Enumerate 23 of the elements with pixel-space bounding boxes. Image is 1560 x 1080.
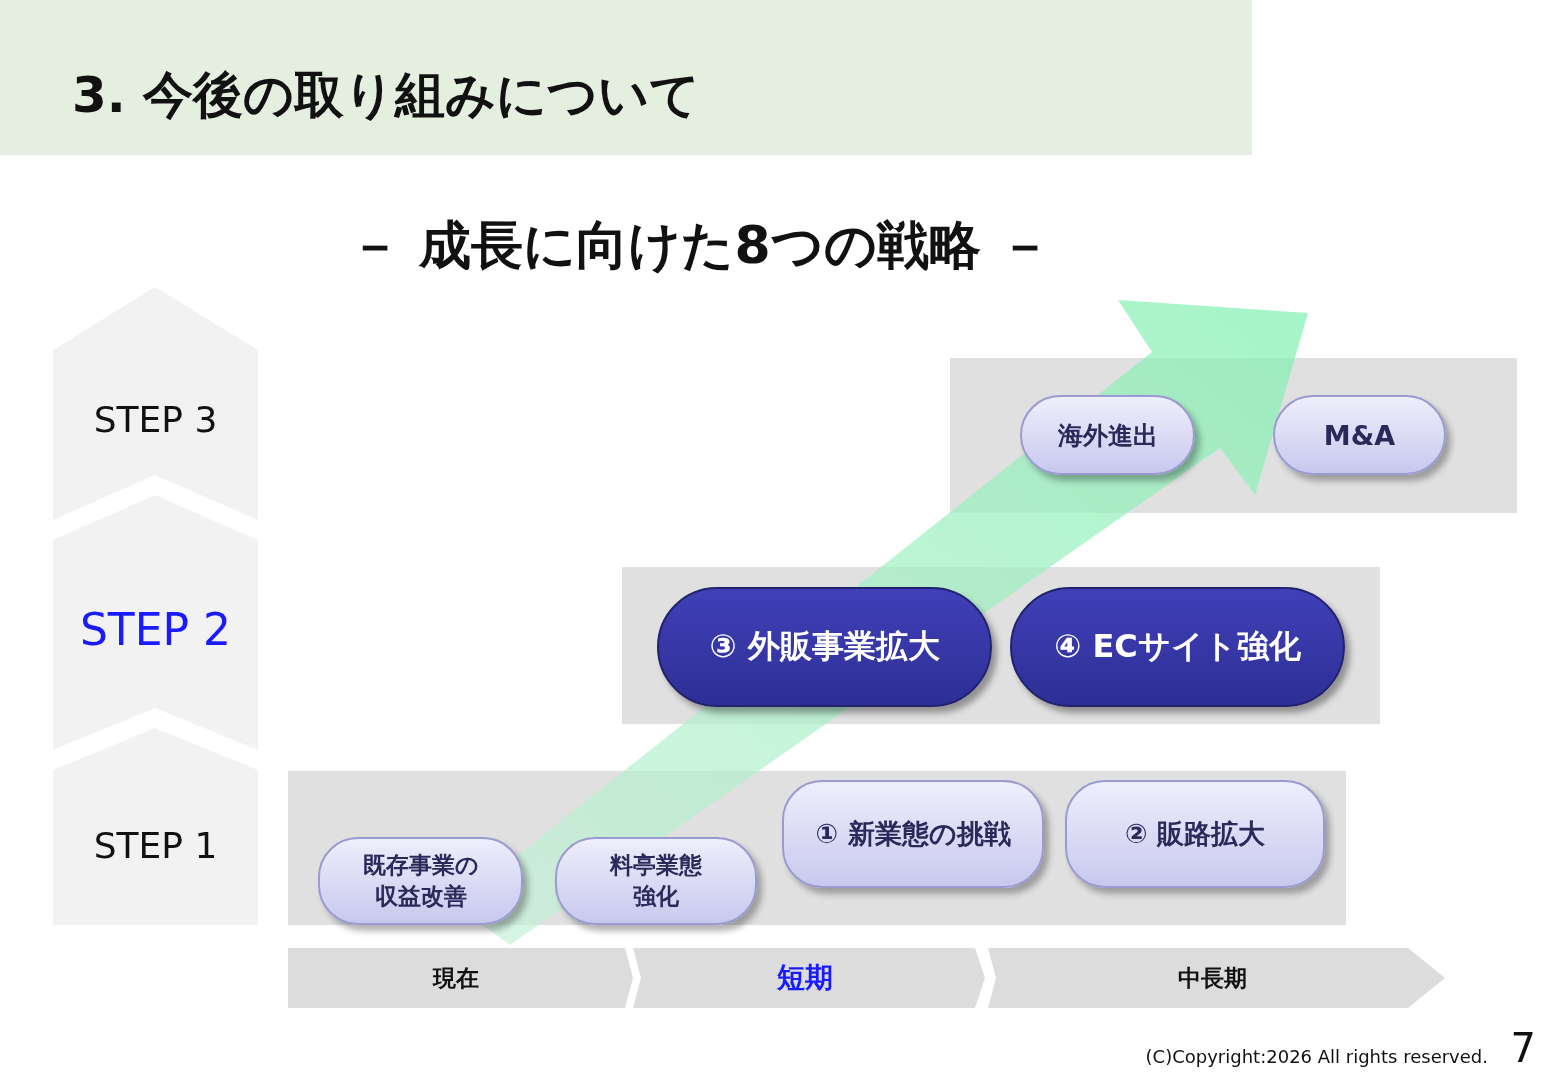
period-band: [288, 948, 634, 1008]
step-label: STEP 1: [92, 824, 219, 868]
period-label: 短期: [775, 960, 834, 996]
page-title: 3. 今後の取り組みについて: [72, 65, 701, 126]
step-label: STEP 3: [92, 398, 219, 442]
period-band: [988, 948, 1446, 1008]
period-label: 中長期: [1176, 964, 1248, 993]
strategy-pill: 料亭業態強化: [555, 837, 757, 925]
page-number: 7: [1510, 1025, 1536, 1071]
step-panel: [288, 771, 1346, 925]
strategy-pill: ① 新業態の挑戦: [782, 780, 1044, 888]
strategy-pill: ④ ECサイト強化: [1010, 587, 1345, 707]
strategy-pill: 海外進出: [1020, 395, 1195, 475]
step-label: STEP 2: [78, 605, 233, 655]
copyright-notice: (C)Copyright:2026 All rights reserved.: [1145, 1045, 1488, 1069]
step-panel: [622, 567, 1380, 724]
strategy-pill: M&A: [1273, 395, 1446, 475]
strategy-pill: 既存事業の収益改善: [318, 837, 523, 925]
strategy-pill: ② 販路拡大: [1065, 780, 1325, 888]
period-band: [633, 948, 986, 1008]
period-label: 現在: [431, 964, 480, 993]
subtitle: － 成長に向けた8つの戦略 －: [348, 214, 1052, 277]
strategy-pill: ③ 外販事業拡大: [657, 587, 992, 707]
